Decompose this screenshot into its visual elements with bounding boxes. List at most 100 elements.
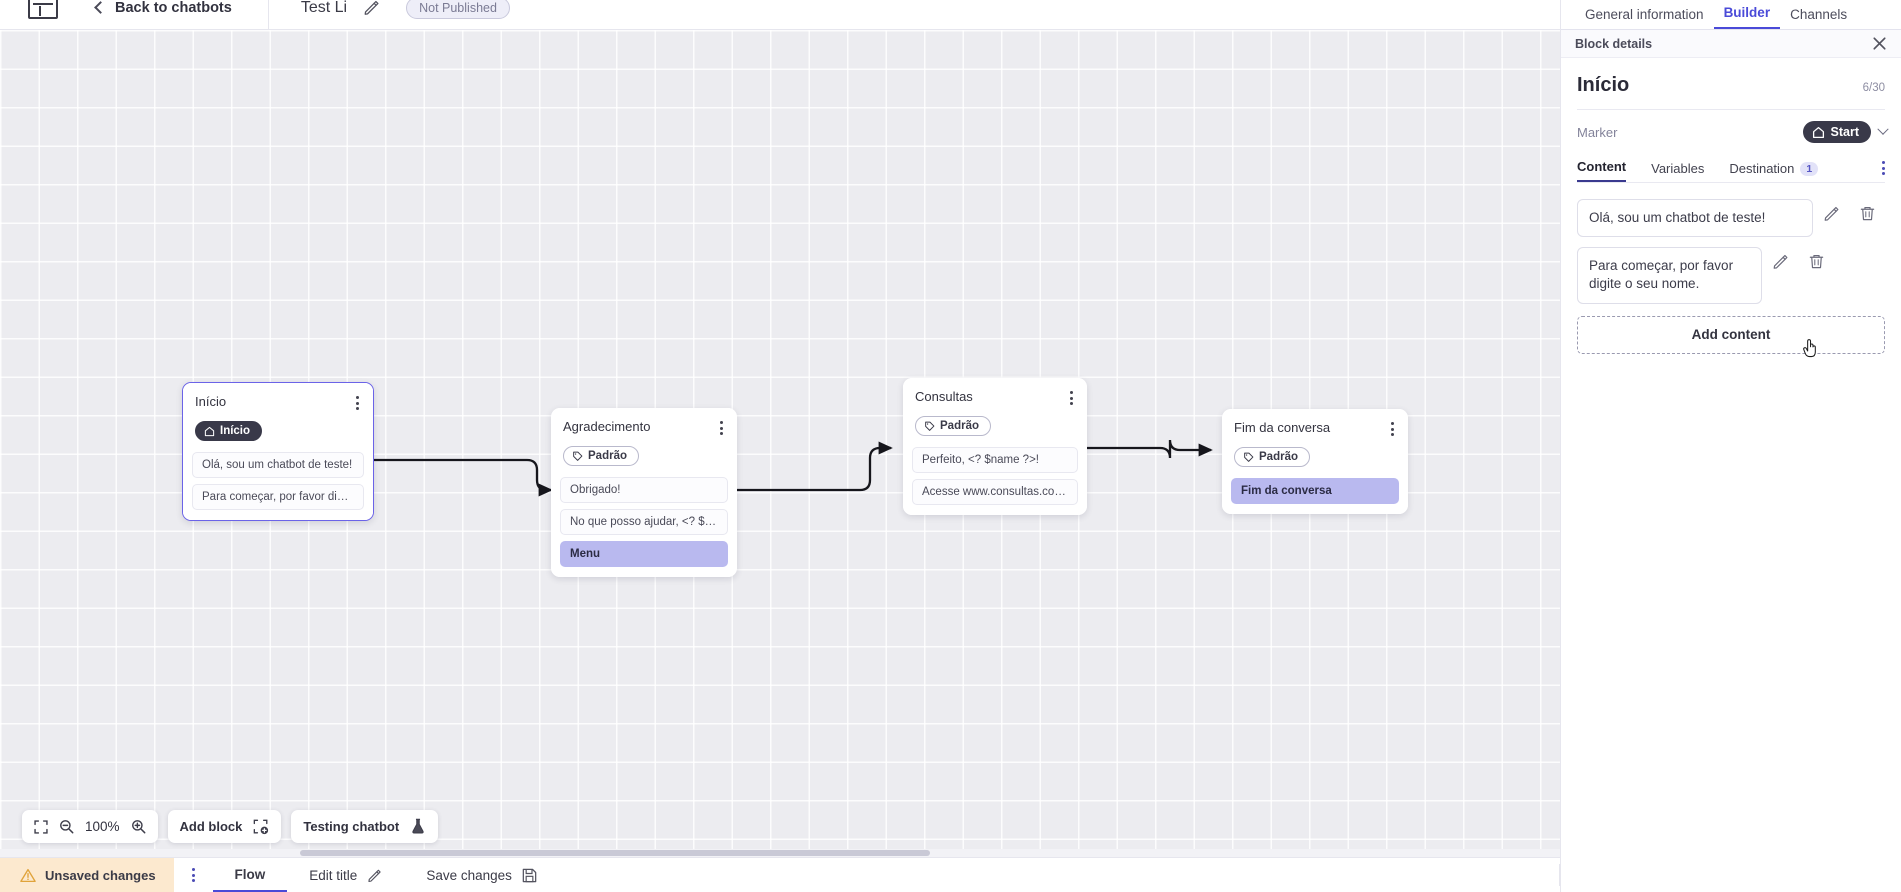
- node-tag-label: Início: [220, 425, 251, 437]
- pencil-icon: [368, 869, 382, 882]
- home-icon: [204, 426, 215, 436]
- marker-start-badge[interactable]: Start: [1802, 121, 1871, 143]
- node-header: Fim da conversa Padrão: [1222, 409, 1408, 478]
- node-tag-badge[interactable]: Início: [195, 421, 263, 441]
- content-more-menu-icon[interactable]: [1882, 161, 1885, 182]
- tab-content[interactable]: Content: [1577, 159, 1627, 182]
- save-disk-icon: [522, 868, 537, 882]
- tag-icon: [925, 421, 935, 431]
- flow-node-fim-da-conversa[interactable]: Fim da conversa Padrão Fim da conversa: [1222, 409, 1408, 514]
- flow-connectors: [374, 439, 1213, 497]
- trash-icon: [1860, 206, 1874, 221]
- add-content-label: Add content: [1691, 327, 1771, 343]
- content-delete-button[interactable]: [1798, 253, 1834, 270]
- node-title: Início: [195, 394, 227, 409]
- marker-value: Start: [1830, 125, 1859, 139]
- node-tag-badge[interactable]: Padrão: [1234, 447, 1310, 467]
- zoom-out-icon[interactable]: [59, 819, 74, 834]
- content-item-row: Olá, sou um chatbot de teste!: [1577, 199, 1885, 238]
- block-count: 6/30: [1862, 82, 1885, 94]
- content-tabs: Content Variables Destination 1: [1577, 157, 1885, 183]
- tab-builder[interactable]: Builder: [1713, 5, 1781, 29]
- chatbot-title: Test Li: [300, 0, 348, 16]
- block-title: Início: [1577, 74, 1630, 96]
- content-item-row: Para começar, por favor digite o seu nom…: [1577, 247, 1885, 304]
- node-content-row[interactable]: Perfeito, <? $name ?>!: [912, 446, 1078, 473]
- node-content-row[interactable]: Obrigado!: [560, 476, 728, 503]
- node-menu-row[interactable]: Menu: [560, 540, 728, 567]
- back-to-chatbots-button[interactable]: Back to chatbots: [94, 0, 232, 16]
- tab-flow-label: Flow: [234, 866, 266, 882]
- close-icon[interactable]: [1872, 36, 1887, 51]
- content-edit-button[interactable]: [1762, 253, 1798, 270]
- zoom-in-icon[interactable]: [131, 819, 146, 834]
- tab-variables[interactable]: Variables: [1651, 161, 1717, 182]
- scrollbar-thumb[interactable]: [300, 850, 930, 856]
- canvas-horizontal-scrollbar[interactable]: [0, 849, 1560, 857]
- app-logo-icon[interactable]: [28, 0, 58, 19]
- fit-screen-icon[interactable]: [34, 819, 48, 834]
- tab-destination[interactable]: Destination 1: [1729, 161, 1831, 182]
- add-block-label: Add block: [179, 819, 243, 834]
- block-details-header: Block details: [1561, 30, 1901, 58]
- pencil-icon: [1773, 255, 1787, 270]
- flow-node-consultas[interactable]: Consultas Padrão Perfeito, <? $name ?>! …: [903, 378, 1087, 515]
- node-tag-badge[interactable]: Padrão: [915, 416, 991, 436]
- node-header: Início Início: [183, 383, 373, 452]
- content-delete-button[interactable]: [1849, 205, 1885, 222]
- node-menu-icon[interactable]: [354, 394, 361, 412]
- canvas-toolbar: 100% Add block: [22, 810, 439, 843]
- node-header: Agradecimento Padrão: [551, 408, 737, 477]
- edit-title-button[interactable]: Edit title: [287, 858, 404, 892]
- testing-chatbot-button[interactable]: Testing chatbot: [291, 810, 439, 843]
- tag-icon: [1244, 452, 1254, 462]
- pencil-icon[interactable]: [363, 0, 380, 16]
- add-block-button[interactable]: Add block: [167, 810, 282, 843]
- node-body: Perfeito, <? $name ?>! Acesse www.consul…: [903, 446, 1087, 515]
- node-tag-badge[interactable]: Padrão: [563, 446, 639, 466]
- flow-canvas[interactable]: Início Início Olá, sou um chatbot de tes…: [0, 30, 1560, 857]
- chevron-down-icon[interactable]: [1877, 123, 1889, 135]
- add-content-button[interactable]: Add content: [1577, 315, 1885, 354]
- top-bar-divider: [267, 0, 269, 30]
- right-panel: General information Builder Channels Blo…: [1560, 0, 1901, 892]
- zoom-controls: 100%: [22, 810, 158, 843]
- bottom-bar-divider: [1559, 864, 1560, 886]
- content-item-text[interactable]: Para começar, por favor digite o seu nom…: [1577, 247, 1762, 304]
- zoom-level-label: 100%: [85, 819, 120, 834]
- panel-tabs: General information Builder Channels: [1561, 0, 1901, 30]
- destination-count-badge: 1: [1800, 161, 1819, 176]
- node-title: Consultas: [915, 389, 973, 404]
- flow-node-inicio[interactable]: Início Início Olá, sou um chatbot de tes…: [182, 382, 374, 521]
- content-item-list: Olá, sou um chatbot de teste!: [1561, 183, 1901, 304]
- node-menu-icon[interactable]: [1068, 389, 1075, 407]
- flow-node-agradecimento[interactable]: Agradecimento Padrão Obrigado! No que po…: [551, 408, 737, 577]
- node-content-row[interactable]: Para começar, por favor digite o ...: [192, 483, 364, 510]
- node-menu-icon[interactable]: [1389, 420, 1396, 438]
- node-content-row[interactable]: Acesse www.consultas.com par...: [912, 478, 1078, 505]
- back-to-chatbots-label: Back to chatbots: [115, 0, 232, 16]
- node-content-row[interactable]: No que posso ajudar, <? $name ...: [560, 508, 728, 535]
- node-menu-icon[interactable]: [718, 419, 725, 437]
- bottom-bar: Unsaved changes Flow Edit title Save cha…: [0, 857, 1560, 892]
- node-body: Olá, sou um chatbot de teste! Para começ…: [183, 451, 373, 520]
- node-body: Fim da conversa: [1222, 477, 1408, 514]
- tab-flow[interactable]: Flow: [212, 858, 288, 892]
- home-icon: [1812, 126, 1824, 138]
- tab-channels[interactable]: Channels: [1790, 7, 1848, 22]
- content-edit-button[interactable]: [1813, 205, 1849, 222]
- node-tag-label: Padrão: [588, 450, 627, 462]
- save-changes-label: Save changes: [426, 867, 512, 883]
- node-menu-row[interactable]: Fim da conversa: [1231, 477, 1399, 504]
- node-title: Agradecimento: [563, 419, 651, 434]
- node-header: Consultas Padrão: [903, 378, 1087, 447]
- flask-icon: [410, 818, 426, 835]
- tag-icon: [573, 451, 583, 461]
- tab-general-information[interactable]: General information: [1585, 7, 1704, 22]
- bottom-kebab-menu-icon[interactable]: [174, 868, 213, 882]
- content-item-text[interactable]: Olá, sou um chatbot de teste!: [1577, 199, 1813, 238]
- edit-title-label: Edit title: [309, 867, 358, 883]
- save-changes-button[interactable]: Save changes: [404, 858, 559, 892]
- node-content-row[interactable]: Olá, sou um chatbot de teste!: [192, 451, 364, 478]
